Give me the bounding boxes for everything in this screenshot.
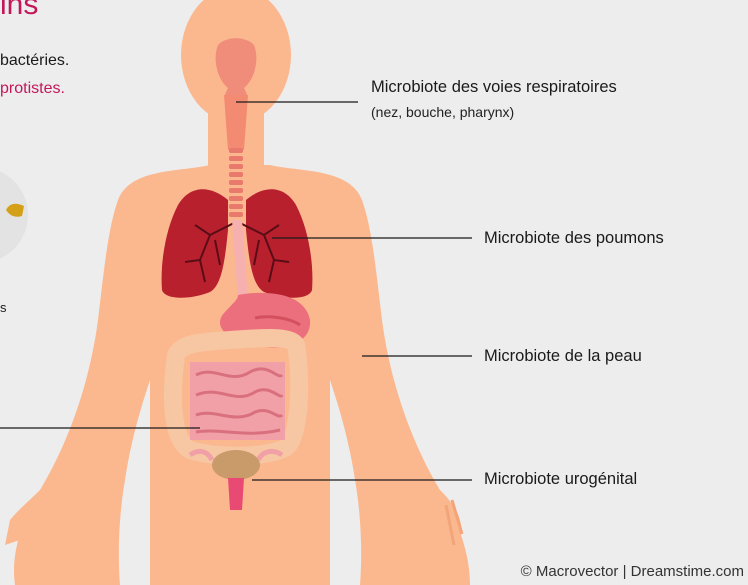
- label-skin: Microbiote de la peau: [484, 347, 642, 366]
- small-intestine: [190, 362, 285, 440]
- label-urogenital: Microbiote urogénital: [484, 470, 637, 489]
- label-respiratory: Microbiote des voies respiratoires: [371, 78, 617, 97]
- side-fragment: s: [0, 300, 7, 315]
- intro-line-1: bactéries.: [0, 52, 69, 70]
- label-lungs: Microbiote des poumons: [484, 229, 664, 248]
- label-respiratory-detail: (nez, bouche, pharynx): [371, 104, 514, 120]
- page-title: ins: [0, 0, 38, 22]
- image-credit: © Macrovector | Dreamstime.com: [521, 563, 744, 580]
- intro-line-2: protistes.: [0, 80, 65, 98]
